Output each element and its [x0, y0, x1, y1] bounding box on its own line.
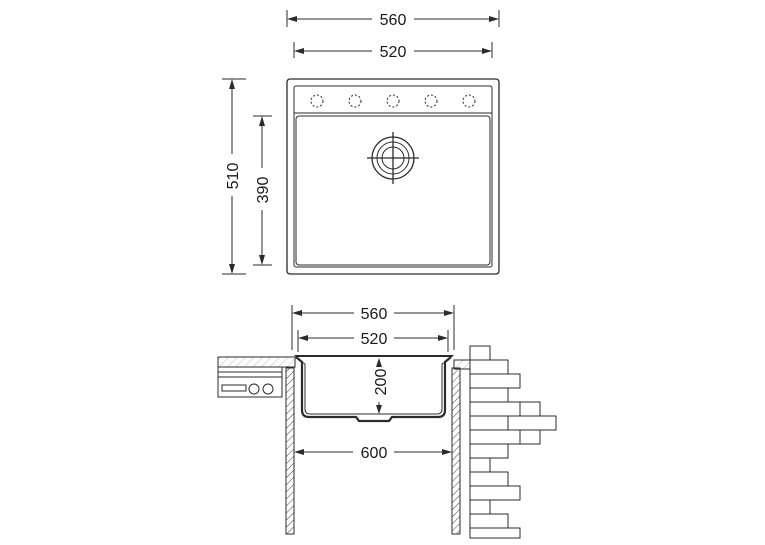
- dim-bowl-height: 200: [373, 358, 390, 414]
- tap-hole-icon: [424, 94, 438, 108]
- dim-label: 520: [361, 331, 388, 348]
- tap-hole-icon: [348, 94, 362, 108]
- drain-icon: [367, 132, 419, 184]
- dim-label: 560: [380, 12, 407, 29]
- dim-label: 560: [361, 306, 388, 323]
- dim-top-bowl-width: 520: [293, 42, 493, 61]
- display-icon: [221, 384, 247, 392]
- appliance-panel: [217, 366, 283, 398]
- dim-cabinet-width: 600: [294, 445, 452, 462]
- bowl-outline: [295, 115, 491, 266]
- dim-top-overall-width: 560: [286, 10, 500, 29]
- dim-label: 510: [225, 163, 242, 190]
- dim-section-bowl-width: 520: [297, 330, 449, 352]
- sink-deck: [293, 85, 493, 268]
- dim-overall-depth: 510: [222, 78, 246, 275]
- tap-hole-icon: [386, 94, 400, 108]
- dim-label: 200: [373, 369, 390, 396]
- dim-section-overall-width: 560: [291, 305, 455, 350]
- cabinet-wall-right: [451, 367, 461, 535]
- dim-label: 600: [361, 445, 388, 462]
- tap-hole-icon: [462, 94, 476, 108]
- sink-section: [294, 355, 454, 423]
- dim-bowl-depth: 390: [253, 115, 272, 266]
- dim-label: 520: [380, 44, 407, 61]
- section-view: 560 520: [217, 305, 557, 539]
- sink-outline: [286, 78, 500, 275]
- tap-hole-icon: [310, 94, 324, 108]
- knob-icon: [248, 383, 260, 395]
- dim-label: 390: [255, 177, 272, 204]
- tap-holes: [310, 94, 476, 108]
- brick-wall: [469, 345, 557, 539]
- knob-icon: [262, 383, 274, 395]
- cabinet-wall-left: [285, 367, 295, 535]
- top-view: 560 520 510: [222, 10, 500, 275]
